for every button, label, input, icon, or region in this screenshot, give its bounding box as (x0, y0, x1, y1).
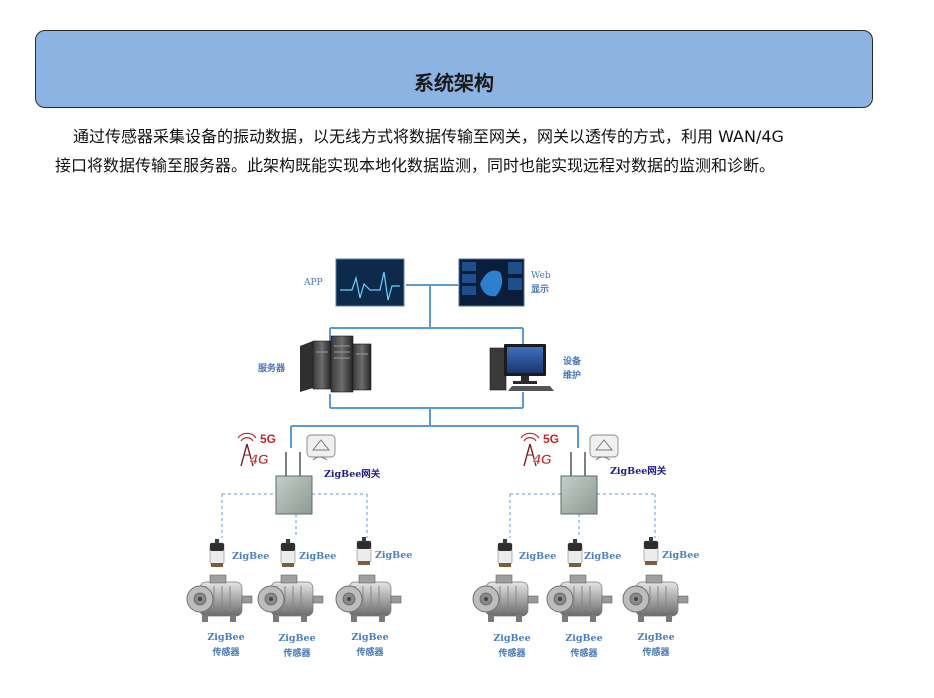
sensor-label-2: 传感器 (569, 647, 598, 659)
zigbee-label: ZigBee (232, 551, 269, 562)
web-label: Web (531, 271, 551, 281)
maintenance-label-1: 设备 (563, 355, 582, 367)
description-line-1: 通过传感器采集设备的振动数据，以无线方式将数据传输至网关，网关以透传的方式，利用… (73, 127, 784, 146)
motor-icon (257, 574, 324, 623)
vibration-sensor-icon (567, 538, 583, 568)
vibration-sensor-icon (356, 536, 372, 566)
motor-icon (186, 574, 253, 623)
web-dashboard-icon (458, 258, 525, 307)
sensor-label-1: ZigBee (493, 633, 530, 644)
motor-icon (472, 574, 539, 623)
vibration-sensor-icon (209, 538, 225, 568)
motor-icon (622, 574, 689, 623)
vibration-sensor-icon (497, 538, 513, 568)
gateway-device-icon (275, 475, 313, 515)
vibration-sensor-icon (643, 536, 659, 566)
sensor-node-1: ZigBee ZigBee 传感器 (186, 538, 269, 658)
gateway-device-icon (560, 475, 598, 515)
zigbee-label: ZigBee (584, 551, 621, 562)
maintenance-label-2: 维护 (563, 369, 581, 381)
server-label: 服务器 (258, 362, 286, 374)
sensor-label-1: ZigBee (207, 632, 244, 643)
sensor-node-2: ZigBee ZigBee 传感器 (257, 538, 336, 659)
left-gateway-group: 5G 4G ZigBee网关 (237, 432, 381, 515)
zigbee-label: ZigBee (662, 550, 699, 561)
description-line-2: 接口将数据传输至服务器。此架构既能实现本地化数据监测，同时也能实现远程对数据的监… (55, 156, 776, 175)
web-display-label: 显示 (531, 284, 549, 295)
section-header: 系统架构 (35, 30, 873, 108)
zigbee-label: ZigBee (299, 551, 336, 562)
cloud-router-icon (306, 434, 336, 461)
right-gateway-group: 5G 4G ZigBee网关 (520, 432, 667, 515)
4g-label: 4G (249, 451, 269, 467)
motor-icon (335, 574, 402, 623)
sensor-label-2: 传感器 (497, 647, 526, 659)
app-label: APP (303, 278, 323, 288)
sensor-node-5: ZigBee ZigBee 传感器 (546, 538, 621, 659)
cloud-router-icon (589, 434, 619, 461)
gateway-label: ZigBee网关 (610, 465, 667, 477)
sensor-label-1: ZigBee (278, 633, 315, 644)
5g-label: 5G (260, 432, 276, 446)
sensor-label-2: 传感器 (282, 647, 311, 659)
app-monitor-icon (335, 258, 405, 307)
sensor-label-1: ZigBee (565, 633, 602, 644)
motor-icon (546, 574, 613, 623)
5g-label: 5G (543, 432, 559, 446)
zigbee-dashed-links (221, 493, 656, 538)
zigbee-label: ZigBee (375, 550, 412, 561)
description-paragraph: 通过传感器采集设备的振动数据，以无线方式将数据传输至网关，网关以透传的方式，利用… (55, 122, 855, 180)
sensor-node-6: ZigBee ZigBee 传感器 (622, 536, 699, 658)
4g-label: 4G (532, 451, 552, 467)
desktop-computer-icon (489, 344, 554, 391)
sensor-label-2: 传感器 (211, 646, 240, 658)
section-title: 系统架构 (414, 71, 494, 95)
sensor-node-4: ZigBee ZigBee 传感器 (472, 538, 556, 659)
zigbee-label: ZigBee (519, 551, 556, 562)
sensor-label-2: 传感器 (355, 646, 384, 658)
vibration-sensor-icon (280, 538, 296, 568)
connection-lines (290, 284, 579, 448)
gateway-label: ZigBee网关 (324, 468, 381, 480)
server-icon (300, 335, 372, 393)
sensor-label-1: ZigBee (637, 632, 674, 643)
sensor-label-2: 传感器 (641, 646, 670, 658)
sensor-label-1: ZigBee (351, 632, 388, 643)
sensor-node-3: ZigBee ZigBee 传感器 (335, 536, 412, 658)
